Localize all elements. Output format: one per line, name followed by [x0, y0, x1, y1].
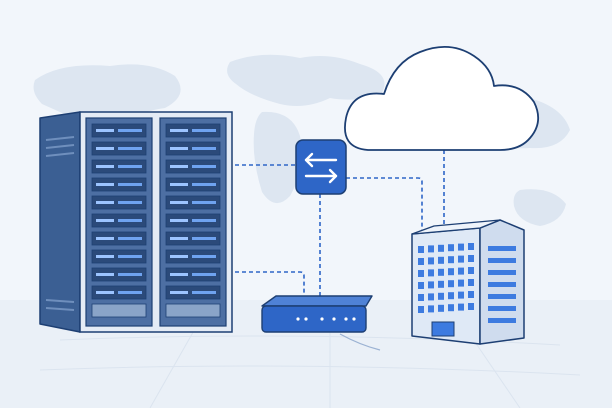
building-window — [418, 246, 424, 253]
server-led — [170, 129, 188, 132]
building-window — [438, 256, 444, 264]
server-led — [170, 201, 188, 204]
server-led — [118, 201, 142, 204]
building-window — [488, 282, 516, 287]
server-led — [192, 237, 216, 240]
building-window — [438, 280, 444, 288]
server-led — [192, 165, 216, 168]
building-window — [468, 255, 474, 262]
building-window — [458, 243, 464, 251]
server-rack-icon — [39, 111, 233, 333]
building-window — [438, 244, 444, 252]
building-window — [428, 257, 434, 265]
server-led — [96, 183, 114, 186]
server-unit — [165, 303, 221, 318]
server-led — [96, 165, 114, 168]
server-unit — [91, 303, 147, 318]
building-window — [418, 282, 424, 289]
building-window — [488, 294, 516, 299]
server-led — [192, 273, 216, 276]
arrows-exchange-icon — [295, 139, 347, 195]
server-led — [96, 129, 114, 132]
building-window — [448, 244, 454, 252]
link-server-to-router — [228, 271, 305, 300]
building-window — [458, 291, 464, 299]
building-window — [428, 305, 434, 313]
building-window — [468, 279, 474, 286]
building-window — [468, 303, 474, 310]
server-led — [118, 255, 142, 258]
link-switch-to-building — [346, 177, 423, 232]
building-window — [488, 246, 516, 251]
server-led — [170, 183, 188, 186]
building-window — [418, 306, 424, 313]
building-window — [488, 306, 516, 311]
server-led — [96, 201, 114, 204]
building-window — [428, 281, 434, 289]
building-window — [448, 280, 454, 288]
server-led — [118, 129, 142, 132]
building-window — [418, 270, 424, 277]
building-window — [418, 294, 424, 301]
building-window — [488, 318, 516, 323]
building-window — [428, 269, 434, 277]
server-led — [170, 147, 188, 150]
building-window — [448, 292, 454, 300]
server-led — [96, 255, 114, 258]
server-led — [118, 183, 142, 186]
building-window — [488, 258, 516, 263]
server-led — [170, 165, 188, 168]
server-led — [192, 147, 216, 150]
building-window — [448, 268, 454, 276]
server-led — [170, 273, 188, 276]
server-led — [192, 201, 216, 204]
building-window — [418, 258, 424, 265]
server-led — [118, 147, 142, 150]
router-icon — [261, 295, 381, 351]
server-led — [192, 183, 216, 186]
building-window — [458, 267, 464, 275]
server-led — [96, 273, 114, 276]
server-led — [170, 219, 188, 222]
building-window — [458, 279, 464, 287]
building-window — [428, 245, 434, 253]
server-led — [118, 273, 142, 276]
connection-lines — [228, 150, 445, 300]
building-icon — [411, 219, 525, 345]
server-led — [170, 237, 188, 240]
building-window — [438, 292, 444, 300]
building-window — [438, 304, 444, 312]
server-led — [118, 219, 142, 222]
building-window — [488, 270, 516, 275]
server-led — [192, 291, 216, 294]
server-led — [118, 165, 142, 168]
building-window — [468, 267, 474, 274]
server-led — [96, 237, 114, 240]
building-window — [458, 303, 464, 311]
building-window — [458, 255, 464, 263]
server-led — [192, 219, 216, 222]
server-led — [170, 291, 188, 294]
server-led — [118, 237, 142, 240]
server-led — [170, 255, 188, 258]
building-window — [448, 256, 454, 264]
building-window — [428, 293, 434, 301]
building-window — [438, 268, 444, 276]
server-led — [192, 255, 216, 258]
server-led — [96, 219, 114, 222]
server-led — [96, 291, 114, 294]
server-led — [192, 129, 216, 132]
server-led — [118, 291, 142, 294]
building-window — [468, 243, 474, 250]
building-window — [468, 291, 474, 298]
cloud-icon — [344, 46, 540, 151]
building-window — [448, 304, 454, 312]
server-led — [96, 147, 114, 150]
